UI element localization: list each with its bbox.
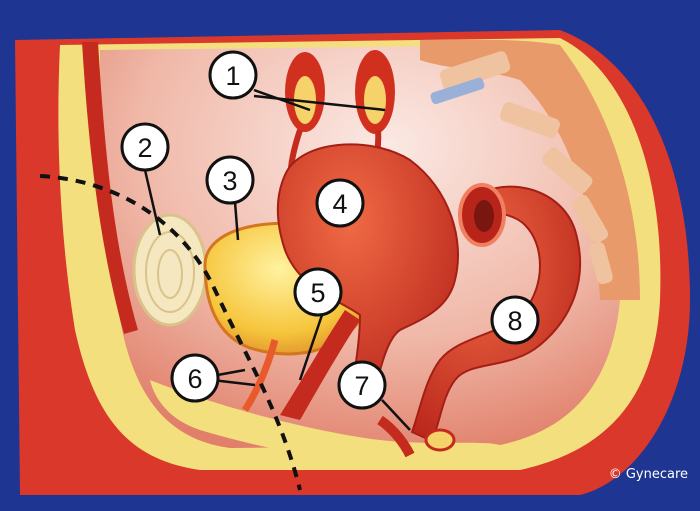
marker-2: 2 — [122, 124, 168, 170]
svg-text:8: 8 — [507, 306, 522, 336]
marker-6: 6 — [172, 355, 218, 401]
svg-text:1: 1 — [225, 61, 240, 91]
svg-text:6: 6 — [187, 364, 202, 394]
svg-text:3: 3 — [222, 166, 237, 196]
marker-4: 4 — [317, 180, 363, 226]
marker-1: 1 — [210, 52, 256, 98]
marker-3: 3 — [207, 157, 253, 203]
marker-8: 8 — [492, 297, 538, 343]
svg-text:7: 7 — [354, 371, 369, 401]
pubic-bone — [134, 215, 206, 325]
marker-7: 7 — [339, 362, 385, 408]
svg-text:5: 5 — [310, 278, 325, 308]
svg-text:4: 4 — [332, 189, 347, 219]
svg-text:2: 2 — [137, 133, 152, 163]
marker-5: 5 — [295, 269, 341, 315]
credit-label: © Gynecare — [609, 467, 688, 482]
